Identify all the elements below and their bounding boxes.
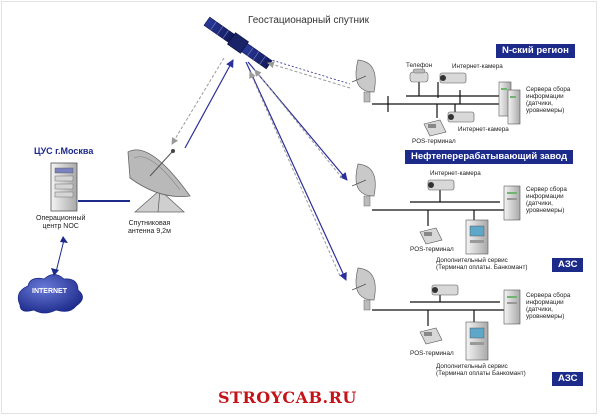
site-antenna-1-icon [351,59,376,103]
service-2-label: Дополнительный сервис (Терминал оплаты Б… [436,363,526,377]
pos-2-label: POS-терминал [410,246,454,253]
server-3-label: Сервера сбора информации (датчики, уровн… [526,292,571,320]
phone-label: Телефон [406,62,433,69]
noc-internet-link [51,236,68,276]
antenna-label: Спутниковая антенна 9,2м [128,220,171,235]
camera-3-label: Интернет-камера [430,170,481,177]
camera-1-icon [439,72,467,84]
satellite-label: Геостационарный спутник [248,15,369,26]
server-rack-1-icon [498,81,521,125]
satellite-icon [203,16,273,70]
pos-terminal-3-icon [419,327,443,345]
lan-bus-2 [372,188,504,226]
noc-label: Операционный центр NOC [36,215,86,230]
pos-3-label: POS-терминал [410,350,454,357]
server-rack-3-icon [503,289,521,325]
azs-badge-2: АЗС [552,372,584,386]
server-rack-2-icon [503,185,521,221]
pos-terminal-1-icon [423,119,447,137]
lan-bus-1 [372,80,500,118]
service-1-label: Дополнительный сервис (Терминал оплаты. … [436,257,528,271]
site-antenna-3-icon [351,267,376,311]
region-title-2: Нефтеперерабатывающий завод [405,150,574,164]
site-antenna-2-icon [351,163,376,207]
watermark-logo: STROYCAB.RU [218,388,357,407]
server-2-label: Сервер сбора информации (датчики, уровне… [526,186,567,214]
noc-server-icon [50,162,78,212]
region-title-1: N-ский регион [496,44,575,58]
atm-terminal-1-icon [465,219,489,255]
server-1-label: Сервера сбора информации (датчики, уровн… [526,86,571,114]
camera-3-icon [427,179,455,191]
lan-bus-3 [372,292,504,326]
center-title: ЦУС г.Москва [34,146,94,156]
azs-badge-1: АЗС [552,258,584,272]
phone-icon [409,68,429,83]
pos-terminal-2-icon [419,227,443,245]
internet-label: INTERNET [32,288,67,295]
big-antenna-icon [127,149,191,213]
satellite-links [171,57,351,281]
camera-4-icon [431,284,459,296]
internet-cloud-icon [17,274,83,314]
pos-1-label: POS-терминал [412,138,456,145]
atm-terminal-2-icon [465,321,489,361]
camera-2-icon [447,111,475,123]
camera-2-label: Интернет-камера [458,126,509,133]
camera-1-label: Интернет-камера [452,63,503,70]
